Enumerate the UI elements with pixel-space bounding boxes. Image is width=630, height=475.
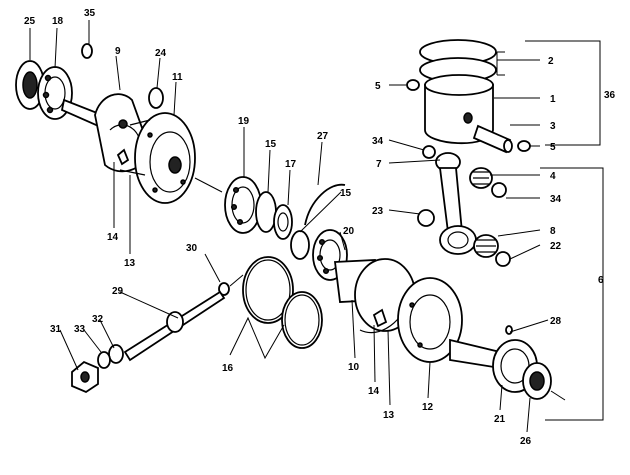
callout-27: 27 bbox=[317, 131, 329, 142]
callout-30: 30 bbox=[186, 243, 198, 254]
callout-6: 6 bbox=[598, 275, 604, 286]
callout-34-right: 34 bbox=[550, 194, 562, 205]
callout-16: 16 bbox=[222, 363, 234, 374]
callout-17: 17 bbox=[285, 159, 297, 170]
callout-23: 23 bbox=[372, 206, 384, 217]
callout-34-left: 34 bbox=[372, 136, 384, 147]
callout-21: 21 bbox=[494, 414, 506, 425]
callout-26: 26 bbox=[520, 436, 532, 447]
callout-15-mid: 15 bbox=[340, 188, 352, 199]
center-bearing-stack bbox=[224, 176, 348, 281]
callout-9: 9 bbox=[115, 46, 121, 57]
callout-13-left: 13 bbox=[124, 258, 136, 269]
callout-10: 10 bbox=[348, 362, 360, 373]
callout-2: 2 bbox=[548, 56, 554, 67]
right-crank-assembly bbox=[333, 258, 566, 401]
callout-14-right: 14 bbox=[368, 386, 380, 397]
callout-24: 24 bbox=[155, 48, 167, 59]
o-rings bbox=[242, 256, 323, 349]
callout-32: 32 bbox=[92, 314, 104, 325]
callout-35: 35 bbox=[84, 8, 96, 19]
callout-36: 36 bbox=[604, 90, 616, 101]
callout-5-right: 5 bbox=[550, 142, 556, 153]
piston-rod-assembly bbox=[406, 39, 531, 267]
callout-29: 29 bbox=[112, 286, 124, 297]
callout-22: 22 bbox=[550, 241, 562, 252]
callout-13-right: 13 bbox=[383, 410, 395, 421]
callout-19: 19 bbox=[238, 116, 250, 127]
callout-5-left: 5 bbox=[375, 81, 381, 92]
callout-25: 25 bbox=[24, 16, 36, 27]
callout-3: 3 bbox=[550, 121, 556, 132]
callouts: 25 18 35 9 24 11 14 13 19 15 17 27 15 20… bbox=[24, 8, 616, 447]
left-crank-assembly bbox=[15, 43, 223, 204]
callout-18: 18 bbox=[52, 16, 64, 27]
callout-11: 11 bbox=[172, 72, 183, 83]
callout-7: 7 bbox=[376, 159, 382, 170]
callout-31: 31 bbox=[50, 324, 62, 335]
callout-4: 4 bbox=[550, 171, 556, 182]
callout-1: 1 bbox=[550, 94, 556, 105]
callout-28: 28 bbox=[550, 316, 562, 327]
leader-lines bbox=[29, 20, 604, 433]
callout-15-top: 15 bbox=[265, 139, 277, 150]
callout-8: 8 bbox=[550, 226, 556, 237]
lower-shaft-assembly bbox=[71, 274, 244, 394]
callout-14-left: 14 bbox=[107, 232, 119, 243]
callout-33: 33 bbox=[74, 324, 86, 335]
callout-12: 12 bbox=[422, 402, 434, 413]
callout-20: 20 bbox=[343, 226, 355, 237]
